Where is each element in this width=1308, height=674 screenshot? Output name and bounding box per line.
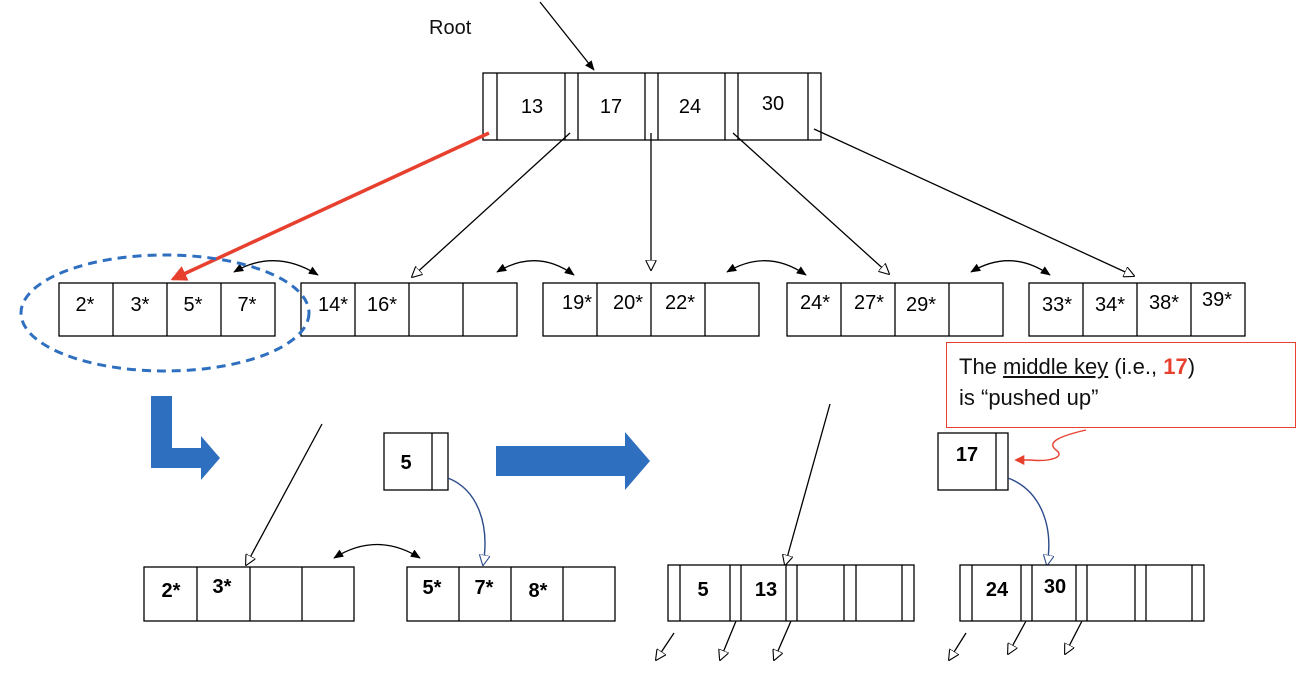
leaf-entry: 20* [613, 292, 643, 314]
callout-box: The middle key (i.e., 17) is “pushed up” [946, 342, 1296, 428]
leaf-entry: 34* [1095, 294, 1125, 316]
pushed-up-key: 5 [400, 452, 411, 474]
root-node: 13 17 24 30 [482, 72, 822, 141]
sibling-link-arrow [333, 543, 421, 559]
leaf-node: 33* 34* 38* 39* [1028, 282, 1246, 337]
root-key: 13 [521, 96, 543, 118]
pointer-arrow [246, 423, 323, 565]
sibling-link-arrow [233, 260, 319, 276]
pointer-arrow [813, 128, 1134, 276]
leaf-entry: 29* [906, 294, 936, 316]
leaf-entry: 39* [1202, 289, 1232, 311]
step-arrow-right [496, 432, 650, 490]
pointer-arrow [732, 132, 889, 274]
result-right-node: 24 30 [959, 564, 1205, 622]
root-key: 30 [762, 93, 784, 115]
split-left-leaf: 2* 3* [143, 566, 355, 622]
child-pointer-arrow [1065, 620, 1083, 654]
child-pointer-arrow [720, 620, 737, 660]
callout-text: (i.e., [1108, 354, 1164, 379]
step-arrow-down-right [151, 396, 220, 480]
root-pointer-arrow [539, 1, 595, 71]
sibling-link-arrow [496, 260, 575, 276]
leaf-node: 14* 16* [300, 282, 518, 337]
callout-text: The [959, 354, 1004, 379]
navy-pointer-arrow [447, 477, 485, 565]
red-pointer-arrow [170, 131, 490, 281]
pushed-up-key-node: 5 [383, 432, 449, 491]
child-pointer-arrow [774, 620, 792, 660]
leaf-entry: 5* [423, 577, 442, 599]
overflow-highlight-ellipse [19, 253, 311, 373]
leaf-entry: 33* [1042, 294, 1072, 316]
leaf-entry: 16* [367, 294, 397, 316]
sibling-link-arrow [970, 260, 1051, 276]
sibling-link-arrow [726, 260, 807, 276]
leaf-entry: 22* [665, 292, 695, 314]
child-pointer-arrow [1008, 620, 1027, 654]
node-key: 24 [986, 579, 1009, 601]
root-key: 24 [679, 96, 701, 118]
leaf-entry: 3* [131, 294, 150, 316]
leaf-node: 24* 27* 29* [786, 282, 1004, 337]
root-key: 17 [600, 96, 622, 118]
leaf-entry: 24* [800, 292, 830, 314]
leaf-entry: 27* [854, 292, 884, 314]
leaf-entry: 14* [318, 294, 348, 316]
leaf-entry: 7* [238, 294, 257, 316]
pointer-arrow [412, 132, 571, 277]
node-key: 5 [697, 579, 708, 601]
callout-pointer [1014, 429, 1087, 465]
child-pointer-arrow [656, 632, 675, 660]
leaf-entry: 2* [162, 580, 181, 602]
split-right-leaf: 5* 7* 8* [406, 566, 616, 622]
callout-underlined-text: middle key [1003, 354, 1109, 379]
pointer-arrow [785, 403, 831, 565]
result-left-node: 5 13 [667, 564, 915, 622]
node-key: 30 [1044, 576, 1066, 598]
callout-text: ) [1187, 354, 1196, 379]
node-key: 13 [755, 579, 777, 601]
pushed-up-key-node: 17 [937, 432, 1009, 491]
leaf-node: 2* 3* 5* 7* [58, 282, 276, 337]
callout-line-1: The middle key (i.e., 17) [959, 351, 1285, 382]
leaf-entry: 7* [475, 577, 494, 599]
leaf-node: 19* 20* 22* [542, 282, 760, 337]
callout-highlight: 17 [1163, 354, 1188, 379]
callout-line-2: is “pushed up” [959, 385, 1099, 410]
child-pointer-arrow [949, 632, 967, 660]
leaf-entry: 2* [76, 294, 95, 316]
leaf-entry: 3* [213, 576, 232, 598]
leaf-entry: 19* [562, 292, 592, 314]
pushed-up-key: 17 [956, 444, 978, 466]
leaf-entry: 8* [529, 580, 548, 602]
navy-pointer-arrow [1007, 477, 1049, 565]
leaf-entry: 38* [1149, 292, 1179, 314]
root-label: Root [429, 17, 472, 39]
leaf-entry: 5* [184, 294, 203, 316]
